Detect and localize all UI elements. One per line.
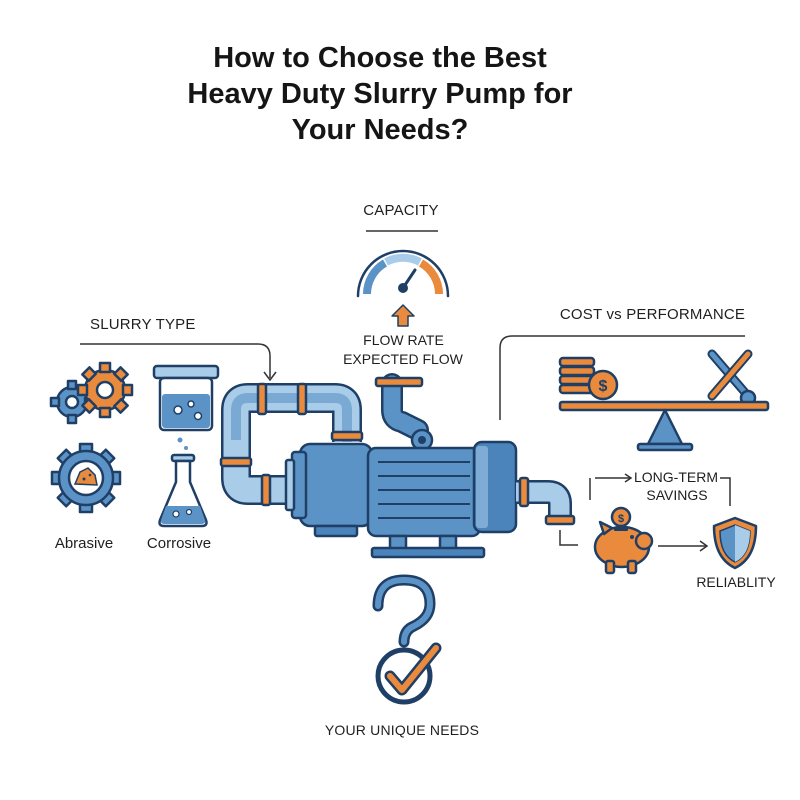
long-term-label: LONG-TERM — [634, 469, 718, 485]
beaker-icon — [152, 364, 220, 450]
flow-rate-label: FLOW RATE — [363, 332, 444, 348]
savings-label: SAVINGS — [646, 487, 708, 503]
gauge-icon — [356, 249, 450, 298]
page-title: How to Choose the Best Heavy Duty Slurry… — [0, 40, 760, 148]
flask-icon — [158, 453, 208, 528]
unique-needs-label: YOUR UNIQUE NEEDS — [324, 722, 480, 738]
pump-icon — [219, 373, 576, 559]
slurry-arrow-head — [263, 371, 277, 382]
title-line-3: Your Needs? — [291, 114, 469, 146]
slurry-connector — [80, 343, 271, 378]
svg-text:$: $ — [618, 513, 624, 525]
arrow-up-icon — [391, 304, 415, 327]
pump-outlet-connector — [559, 530, 578, 546]
cost-connector — [499, 335, 745, 420]
corrosive-label: Corrosive — [146, 535, 212, 552]
reliability-label: RELIABLITY — [696, 574, 776, 590]
cost-performance-heading: COST vs PERFORMANCE — [559, 306, 746, 323]
wrench-screwdriver-icon — [707, 349, 757, 407]
savings-connector-right — [720, 477, 731, 506]
title-line-1: How to Choose the Best — [213, 42, 547, 74]
checkmark-icon — [375, 642, 442, 705]
svg-text:$: $ — [599, 378, 608, 395]
capacity-heading: CAPACITY — [363, 202, 439, 219]
expected-flow-label: EXPECTED FLOW — [343, 351, 463, 367]
coins-icon: $ — [558, 356, 619, 401]
gear-icon — [50, 442, 122, 514]
piggy-bank-icon: $ — [593, 506, 654, 575]
question-mark-icon — [372, 574, 436, 648]
title-line-2: Heavy Duty Slurry Pump for — [187, 78, 573, 110]
abrasive-label: Abrasive — [54, 535, 114, 552]
slurry-type-heading: SLURRY TYPE — [90, 316, 196, 333]
seesaw-scale-icon — [558, 400, 770, 452]
shield-icon — [712, 516, 758, 570]
gear-icon — [49, 361, 134, 425]
